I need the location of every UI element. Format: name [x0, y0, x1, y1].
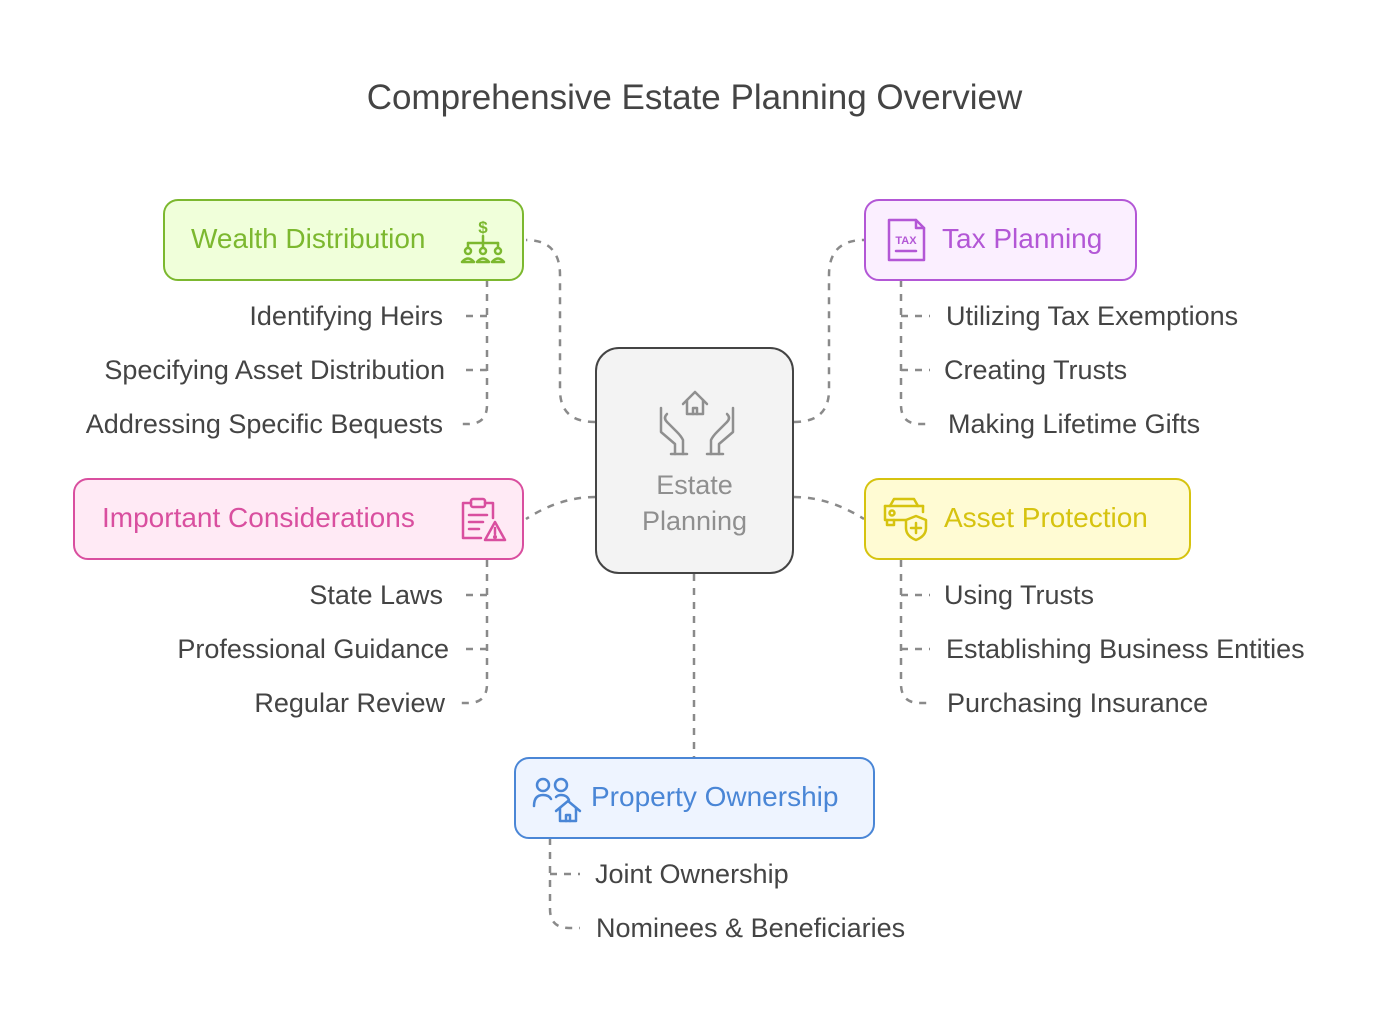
important-considerations-label: Important Considerations	[102, 502, 415, 533]
diagram-title: Comprehensive Estate Planning Overview	[366, 78, 1023, 117]
wealth-distribution-node: Wealth Distribution $	[163, 199, 524, 281]
wealth-item-2: Specifying Asset Distribution	[104, 355, 445, 385]
svg-text:$: $	[478, 218, 488, 237]
property-ownership-label: Property Ownership	[591, 781, 839, 812]
asset-protection-label: Asset Protection	[944, 502, 1148, 533]
property-item-2: Nominees & Beneficiaries	[596, 913, 906, 943]
hands-house-icon	[659, 390, 735, 456]
asset-protection-node: Asset Protection	[864, 478, 1191, 560]
tax-item-2: Creating Trusts	[944, 355, 1128, 385]
center-label-line1: Estate	[656, 470, 733, 500]
considerations-item-2: Professional Guidance	[177, 634, 449, 664]
protection-item-2: Establishing Business Entities	[946, 634, 1305, 664]
center-label-line2: Planning	[641, 506, 748, 536]
wealth-distribution-label: Wealth Distribution	[191, 223, 426, 254]
svg-text:TAX: TAX	[895, 235, 917, 247]
car-shield-icon	[883, 497, 928, 542]
considerations-item-3: Regular Review	[254, 688, 445, 718]
center-node: Estate Planning	[595, 347, 794, 574]
considerations-item-1: State Laws	[309, 580, 443, 610]
tax-document-icon: TAX	[887, 218, 926, 262]
wealth-item-3: Addressing Specific Bequests	[85, 409, 443, 439]
dollar-hierarchy-icon: $	[460, 218, 506, 264]
tax-planning-label: Tax Planning	[942, 223, 1103, 254]
people-house-icon	[532, 777, 582, 823]
protection-item-3: Purchasing Insurance	[947, 688, 1209, 718]
tax-item-1: Utilizing Tax Exemptions	[946, 301, 1239, 331]
property-ownership-node: Property Ownership	[514, 757, 875, 839]
center-label: Estate Planning	[597, 467, 792, 539]
protection-item-1: Using Trusts	[944, 580, 1095, 610]
clipboard-warning-icon	[461, 497, 507, 542]
tax-item-3: Making Lifetime Gifts	[948, 409, 1201, 439]
tax-planning-node: TAX Tax Planning	[864, 199, 1137, 281]
wealth-item-1: Identifying Heirs	[249, 301, 443, 331]
property-item-1: Joint Ownership	[595, 859, 789, 889]
important-considerations-node: Important Considerations	[73, 478, 524, 560]
